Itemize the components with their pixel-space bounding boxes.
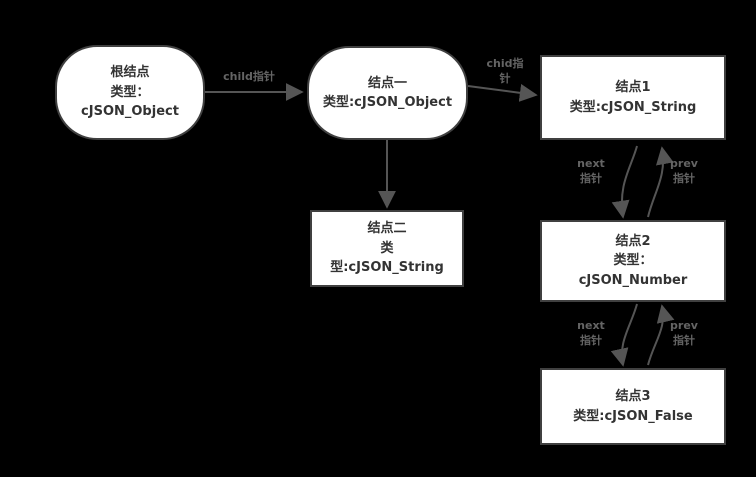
node-3: 结点3 类型:cJSON_False [540, 368, 726, 445]
edge-label-chid-pointer: chid指 针 [486, 57, 524, 85]
edge-prev-2 [647, 304, 675, 366]
edge-next-2 [610, 303, 638, 367]
edge-label-prev-pointer-1: prev 指针 [670, 157, 698, 185]
edge-label-prev-pointer-2: prev 指针 [670, 319, 698, 347]
node-one: 结点一 类型:cJSON_Object [307, 46, 468, 140]
edge-prev-1 [647, 146, 674, 218]
edge-label-next-pointer-2: next 指针 [577, 319, 605, 347]
edge-label-next-pointer-1: next 指针 [577, 157, 605, 185]
edge-label-child-pointer: child指针 [223, 70, 275, 83]
node-1: 结点1 类型:cJSON_String [540, 55, 726, 140]
edge-chid-pointer [467, 83, 538, 102]
node-two: 结点二 类 型:cJSON_String [310, 210, 464, 287]
node-root: 根结点 类型： cJSON_Object [55, 45, 205, 140]
edge-next-1 [611, 145, 638, 219]
node-2: 结点2 类型： cJSON_Number [540, 220, 726, 302]
